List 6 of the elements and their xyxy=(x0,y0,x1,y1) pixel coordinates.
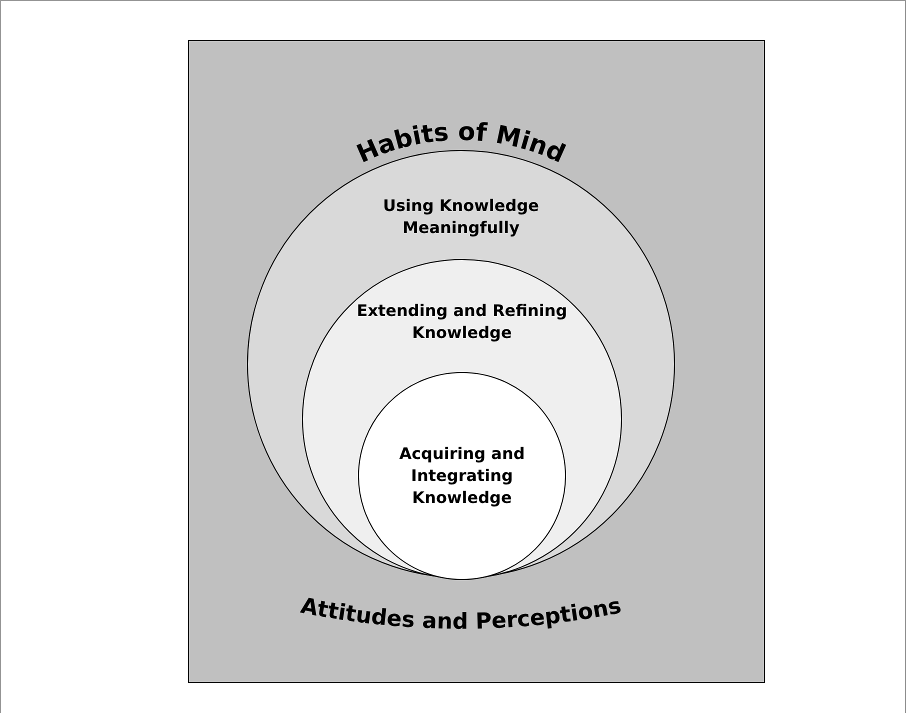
arc-label: Attitudes and Perceptions xyxy=(298,594,624,635)
outer-panel xyxy=(188,40,765,683)
arc-label: Habits of Mind xyxy=(352,116,570,169)
circle-label: Using Knowledge Meaningfully xyxy=(382,195,540,239)
circle-label: Acquiring and Integrating Knowledge xyxy=(398,443,526,509)
circle-label: Extending and Refining Knowledge xyxy=(356,300,568,344)
